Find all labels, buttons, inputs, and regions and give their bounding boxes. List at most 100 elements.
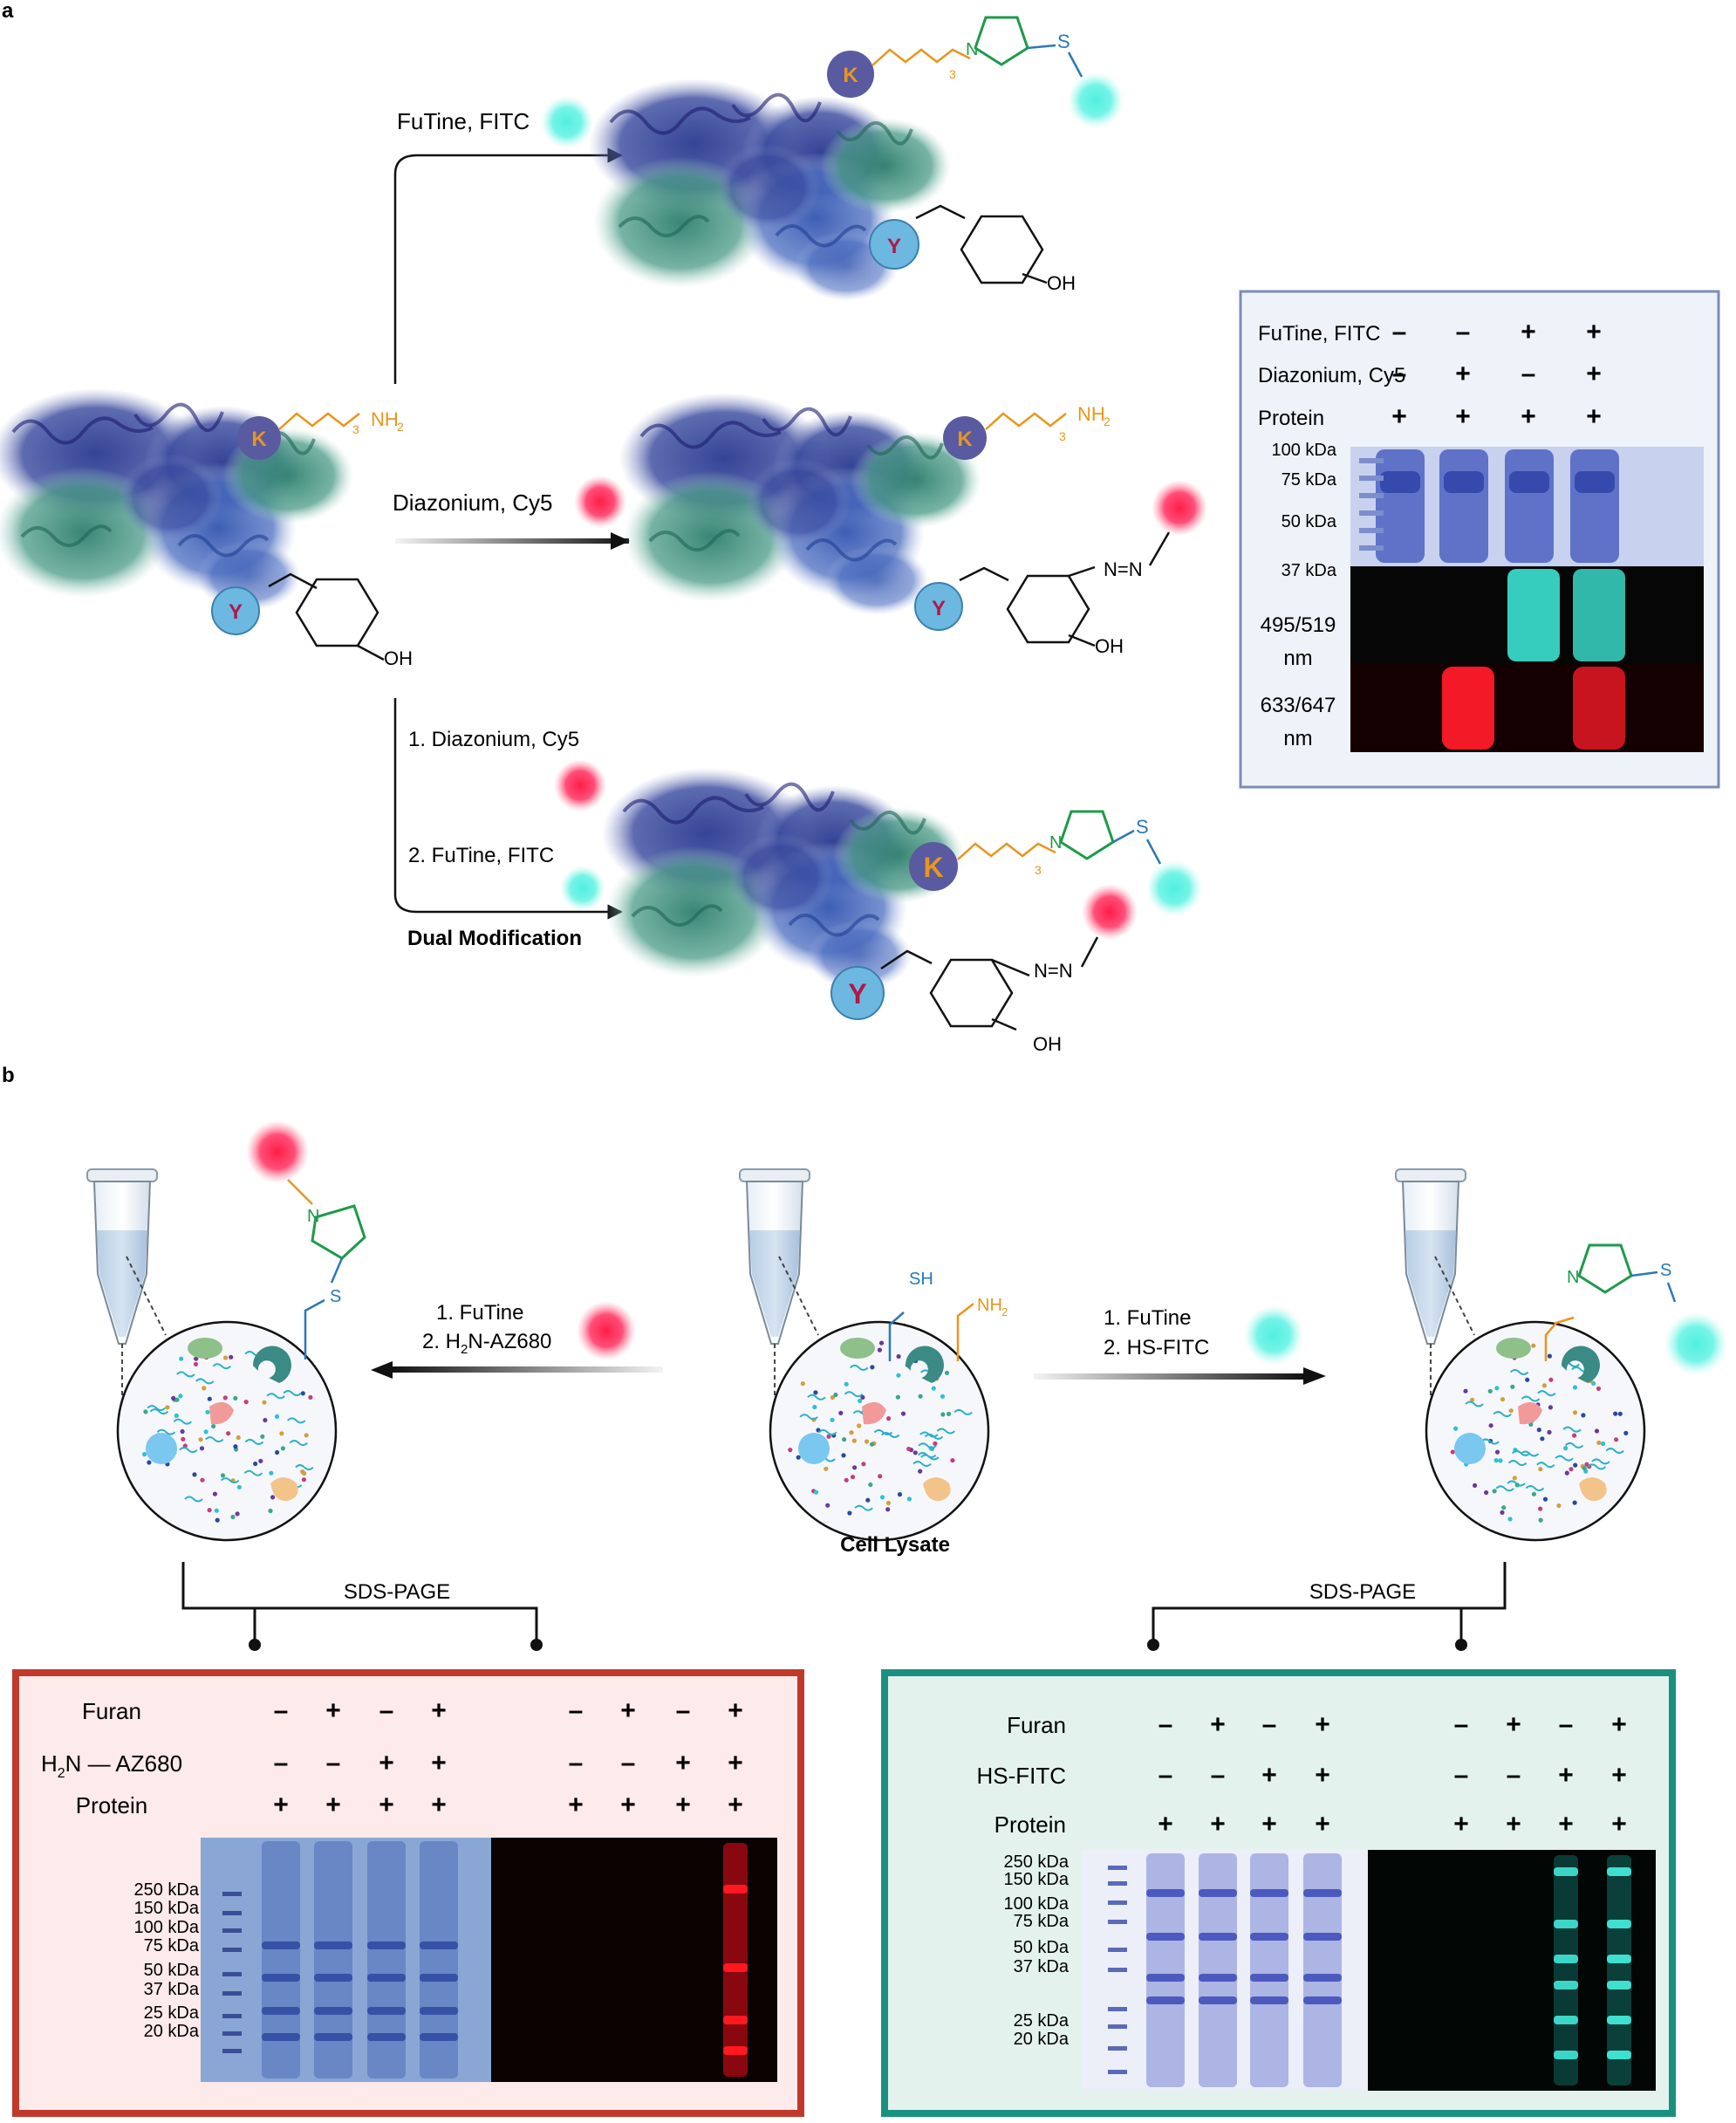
pyrrole-ring-right <box>1577 1243 1633 1294</box>
gel_b_left-ladder-band <box>222 1892 242 1896</box>
gel_b_right-fluor-band <box>1554 1955 1578 1963</box>
fitc-dye-icon-2 <box>560 866 605 911</box>
gel-a-sign: – <box>1456 318 1471 346</box>
gel_b_left-band <box>314 1974 352 1982</box>
gel_b_right-band <box>1303 1933 1342 1941</box>
gel_b_left-row-label: H2N — AZ680 <box>41 1750 182 1781</box>
lysine-label: K <box>251 428 267 451</box>
chain-sub-middle: 3 <box>1059 429 1066 443</box>
chain-sub-top: 3 <box>949 67 956 81</box>
gel_b_left-fluor-lane <box>723 1843 748 2077</box>
fitc-dye-attached-dual <box>1146 860 1202 916</box>
gel-a-channel-fitc-unit: nm <box>1283 647 1312 670</box>
gel_b_left-ladder-band <box>222 1911 242 1915</box>
gel_b_right-marker: 100 kDa <box>1004 1894 1070 1914</box>
gel_b_left-band <box>314 2033 352 2041</box>
pyrrole-ring-left <box>311 1204 366 1260</box>
hydroxyl-top: OH <box>1047 272 1076 294</box>
gel_b_left-sign: – <box>569 1749 584 1777</box>
gel_b_right-band <box>1250 1996 1288 2004</box>
gel_b_left-band <box>262 2007 300 2015</box>
protein-product-dual: K 3 N S Y OH N=N <box>600 766 1202 1055</box>
gel_b_right-band <box>1250 1889 1288 1897</box>
gel_b_right-sign: + <box>1453 1810 1469 1839</box>
gel_b_right-fluor-band <box>1607 1981 1631 1989</box>
gel_b_right-band <box>1250 1933 1288 1941</box>
gel-a-row-label: FuTine, FITC <box>1258 322 1380 346</box>
tyrosine-circle-dual <box>830 966 885 1020</box>
gel_b_left-sign: – <box>326 1749 341 1777</box>
amine-middle: NH <box>1077 403 1105 425</box>
gel_b_left-sign: + <box>431 1749 447 1777</box>
gel_b_right-ladder-band <box>1108 1948 1127 1952</box>
gel_b_left-band <box>367 1974 406 1982</box>
gel-a-marker: 100 kDa <box>1272 441 1337 460</box>
gel_b_left-fluor-band <box>723 1963 748 1972</box>
lysine-chain-subscript: 3 <box>352 422 359 436</box>
gel_b_right-sign: – <box>1559 1710 1574 1739</box>
tyrosine-circle-top <box>869 219 919 270</box>
gel_b_right-fluor-lane <box>1607 1855 1631 2085</box>
gel_b_right-ladder-band <box>1108 1968 1127 1972</box>
gel_b_left-band <box>420 1974 458 1982</box>
azo-dual: N=N <box>1034 960 1073 982</box>
gel_b_left-sign: + <box>273 1791 289 1819</box>
gel-a-channel-fitc: 495/519 <box>1261 613 1336 637</box>
gel_b_left-sign: – <box>676 1696 691 1725</box>
sulfur-right: S <box>1660 1261 1671 1280</box>
gel_b_left-ladder-band <box>222 1948 242 1952</box>
gel_b_right-sign: + <box>1315 1810 1330 1839</box>
gel-a-ladder-band <box>1359 528 1384 533</box>
chain-sub-dual: 3 <box>1035 863 1042 877</box>
az680-dye-icon <box>246 1120 309 1183</box>
gel_b_left-marker: 150 kDa <box>134 1899 200 1918</box>
panel-b-arrows <box>371 1361 1326 1385</box>
gel_b_left-band <box>367 1942 406 1949</box>
gel-b-left-lanes <box>222 1841 748 2078</box>
gel-b-right-panel: Furan–+–+–+–+HS-FITC––++––++Protein+++++… <box>881 1669 1676 2117</box>
sds-page-right: SDS-PAGE <box>1309 1580 1416 1604</box>
gel_b_right-fluor-band <box>1554 2016 1578 2024</box>
tyrosine-label: Y <box>229 600 243 624</box>
tyrosine-circle-middle <box>914 582 963 631</box>
gel_b_left-sign: + <box>379 1791 394 1819</box>
cell-lysate-label: Cell Lysate <box>840 1533 950 1557</box>
center-amine-label: NH <box>977 1296 1002 1315</box>
gel_b_left-sign: + <box>325 1791 341 1819</box>
gel_b_left-sign: + <box>620 1696 636 1725</box>
gel_b_left-lane <box>262 1841 300 2078</box>
gel-a-band <box>1380 471 1420 493</box>
panel-a-label: a <box>2 0 14 23</box>
gel-a-coomassie-lanes <box>1376 449 1619 563</box>
gel_b_left-sign: + <box>728 1696 743 1725</box>
gel-a-sign: – <box>1521 360 1536 388</box>
gel_b_right-sign: + <box>1315 1761 1330 1790</box>
gel_b_left-band <box>420 2007 458 2015</box>
gel_b_right-band <box>1146 1933 1185 1941</box>
cy5-dye-attached-dual <box>1082 884 1138 940</box>
tyrosine-label-middle: Y <box>932 597 946 620</box>
gel_b_right-fluor-lane <box>1554 1855 1578 2085</box>
gel_b_right-sign: – <box>1454 1761 1469 1790</box>
gel-a-sign: + <box>1455 360 1471 388</box>
gel_b_left-sign: – <box>621 1749 636 1777</box>
gel_b_right-sign: – <box>1454 1710 1469 1739</box>
left-step1: 1. FuTine <box>436 1301 524 1325</box>
gel_b_left-marker: 250 kDa <box>134 1880 200 1900</box>
gel-a-sign: + <box>1455 402 1471 431</box>
gel-a-sign: – <box>1392 318 1407 346</box>
gel_b_left-sign: – <box>379 1696 394 1725</box>
fitc-dye-attached <box>1068 72 1124 128</box>
protein-product-middle: K 3 NH 2 Y OH N=N <box>618 391 1207 657</box>
gel_b_left-marker: 25 kDa <box>144 2003 200 2023</box>
gel_b_left-marker: 100 kDa <box>134 1918 200 1937</box>
gel_b_right-ladder-band <box>1108 2046 1127 2051</box>
gel_b_left-band <box>314 2007 352 2015</box>
gel_b_right-fluor-band <box>1554 1920 1578 1928</box>
gel_b_right-marker: 37 kDa <box>1014 1957 1070 1976</box>
gel_b_left-band <box>367 2033 406 2041</box>
gel-a-row-label: Protein <box>1258 407 1324 430</box>
tyrosine-circle <box>211 586 260 635</box>
gel_b_right-sign: + <box>1558 1810 1574 1839</box>
